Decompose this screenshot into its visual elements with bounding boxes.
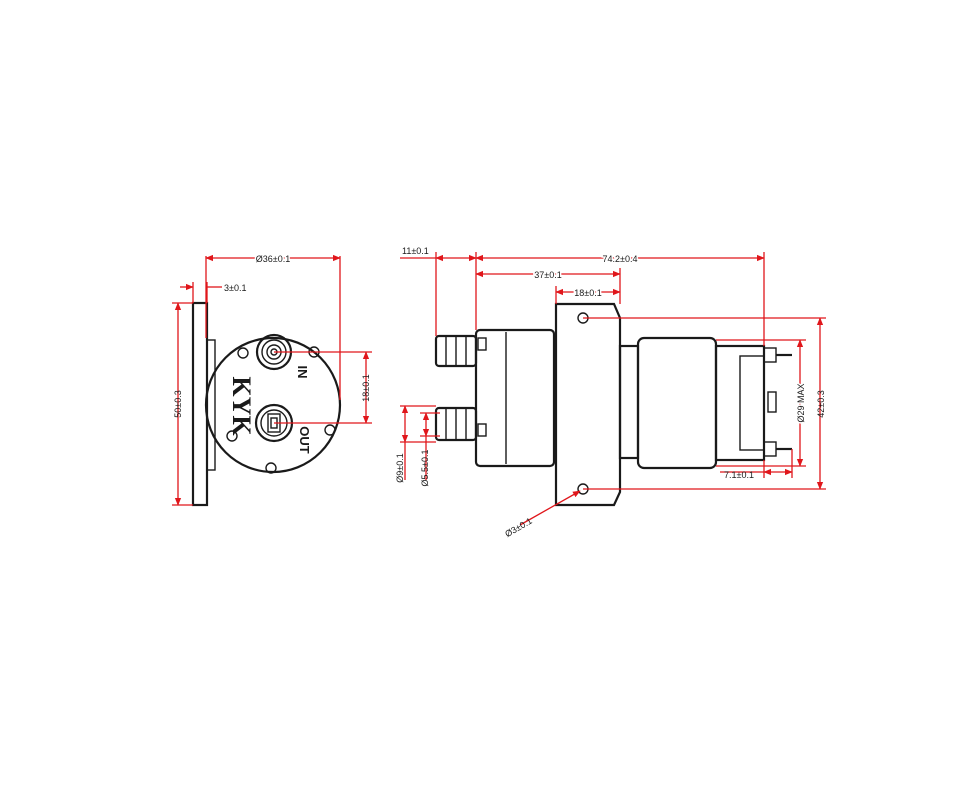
dim-terminal-length: 7.1±0.1 bbox=[724, 470, 754, 480]
screw-hole-bottom bbox=[265, 462, 277, 474]
motor-collar bbox=[618, 344, 640, 460]
front-dimensions: Ø36±0.1 3±0.1 50±0.3 18±0.1 bbox=[172, 253, 372, 506]
dim-bracket-width: 18±0.1 bbox=[574, 288, 601, 298]
dim-mount-hole-span: 42±0.3 bbox=[816, 390, 826, 417]
dim-bracket-height: 50±0.3 bbox=[173, 390, 183, 417]
dim-port-spacing: 18±0.1 bbox=[361, 374, 371, 401]
bracket-neck bbox=[206, 339, 216, 471]
dim-bracket-thickness: 3±0.1 bbox=[224, 283, 246, 293]
inlet-nozzle bbox=[434, 334, 478, 368]
pump-head bbox=[474, 328, 556, 468]
screw-hole-mid bbox=[324, 424, 336, 436]
inlet-label: IN bbox=[295, 366, 310, 379]
dim-motor-diameter: Ø29 MAX bbox=[796, 383, 806, 422]
outlet-nozzle bbox=[434, 406, 478, 442]
screw-hole-left bbox=[226, 430, 238, 442]
bracket-plate bbox=[191, 301, 209, 507]
terminal-lower bbox=[763, 441, 777, 457]
dim-mount-hole-dia: Ø3±0.1 bbox=[503, 516, 534, 539]
dim-nozzle-inner: Ø5.5±0.1 bbox=[420, 450, 430, 487]
dim-flange-diameter: Ø36±0.1 bbox=[256, 254, 290, 264]
side-view bbox=[434, 302, 792, 507]
side-dimensions: 11±0.1 74.2±0.4 37±0.1 18±0.1 42±0.3 Ø29… bbox=[395, 246, 826, 539]
motor-body bbox=[636, 336, 718, 470]
dim-pump-head-length: 37±0.1 bbox=[534, 270, 561, 280]
front-view: KYK IN OUT bbox=[191, 301, 342, 507]
screw-hole-top bbox=[237, 347, 249, 359]
dim-nozzle-outer: Ø9±0.1 bbox=[395, 453, 405, 482]
bracket-side bbox=[554, 302, 622, 507]
brand-mark: KYK bbox=[227, 376, 256, 436]
outlet-label: OUT bbox=[297, 426, 312, 454]
dim-overall-length: 74.2±0.4 bbox=[603, 254, 638, 264]
terminal-upper bbox=[763, 347, 777, 363]
dim-nozzle-length: 11±0.1 bbox=[402, 246, 429, 256]
